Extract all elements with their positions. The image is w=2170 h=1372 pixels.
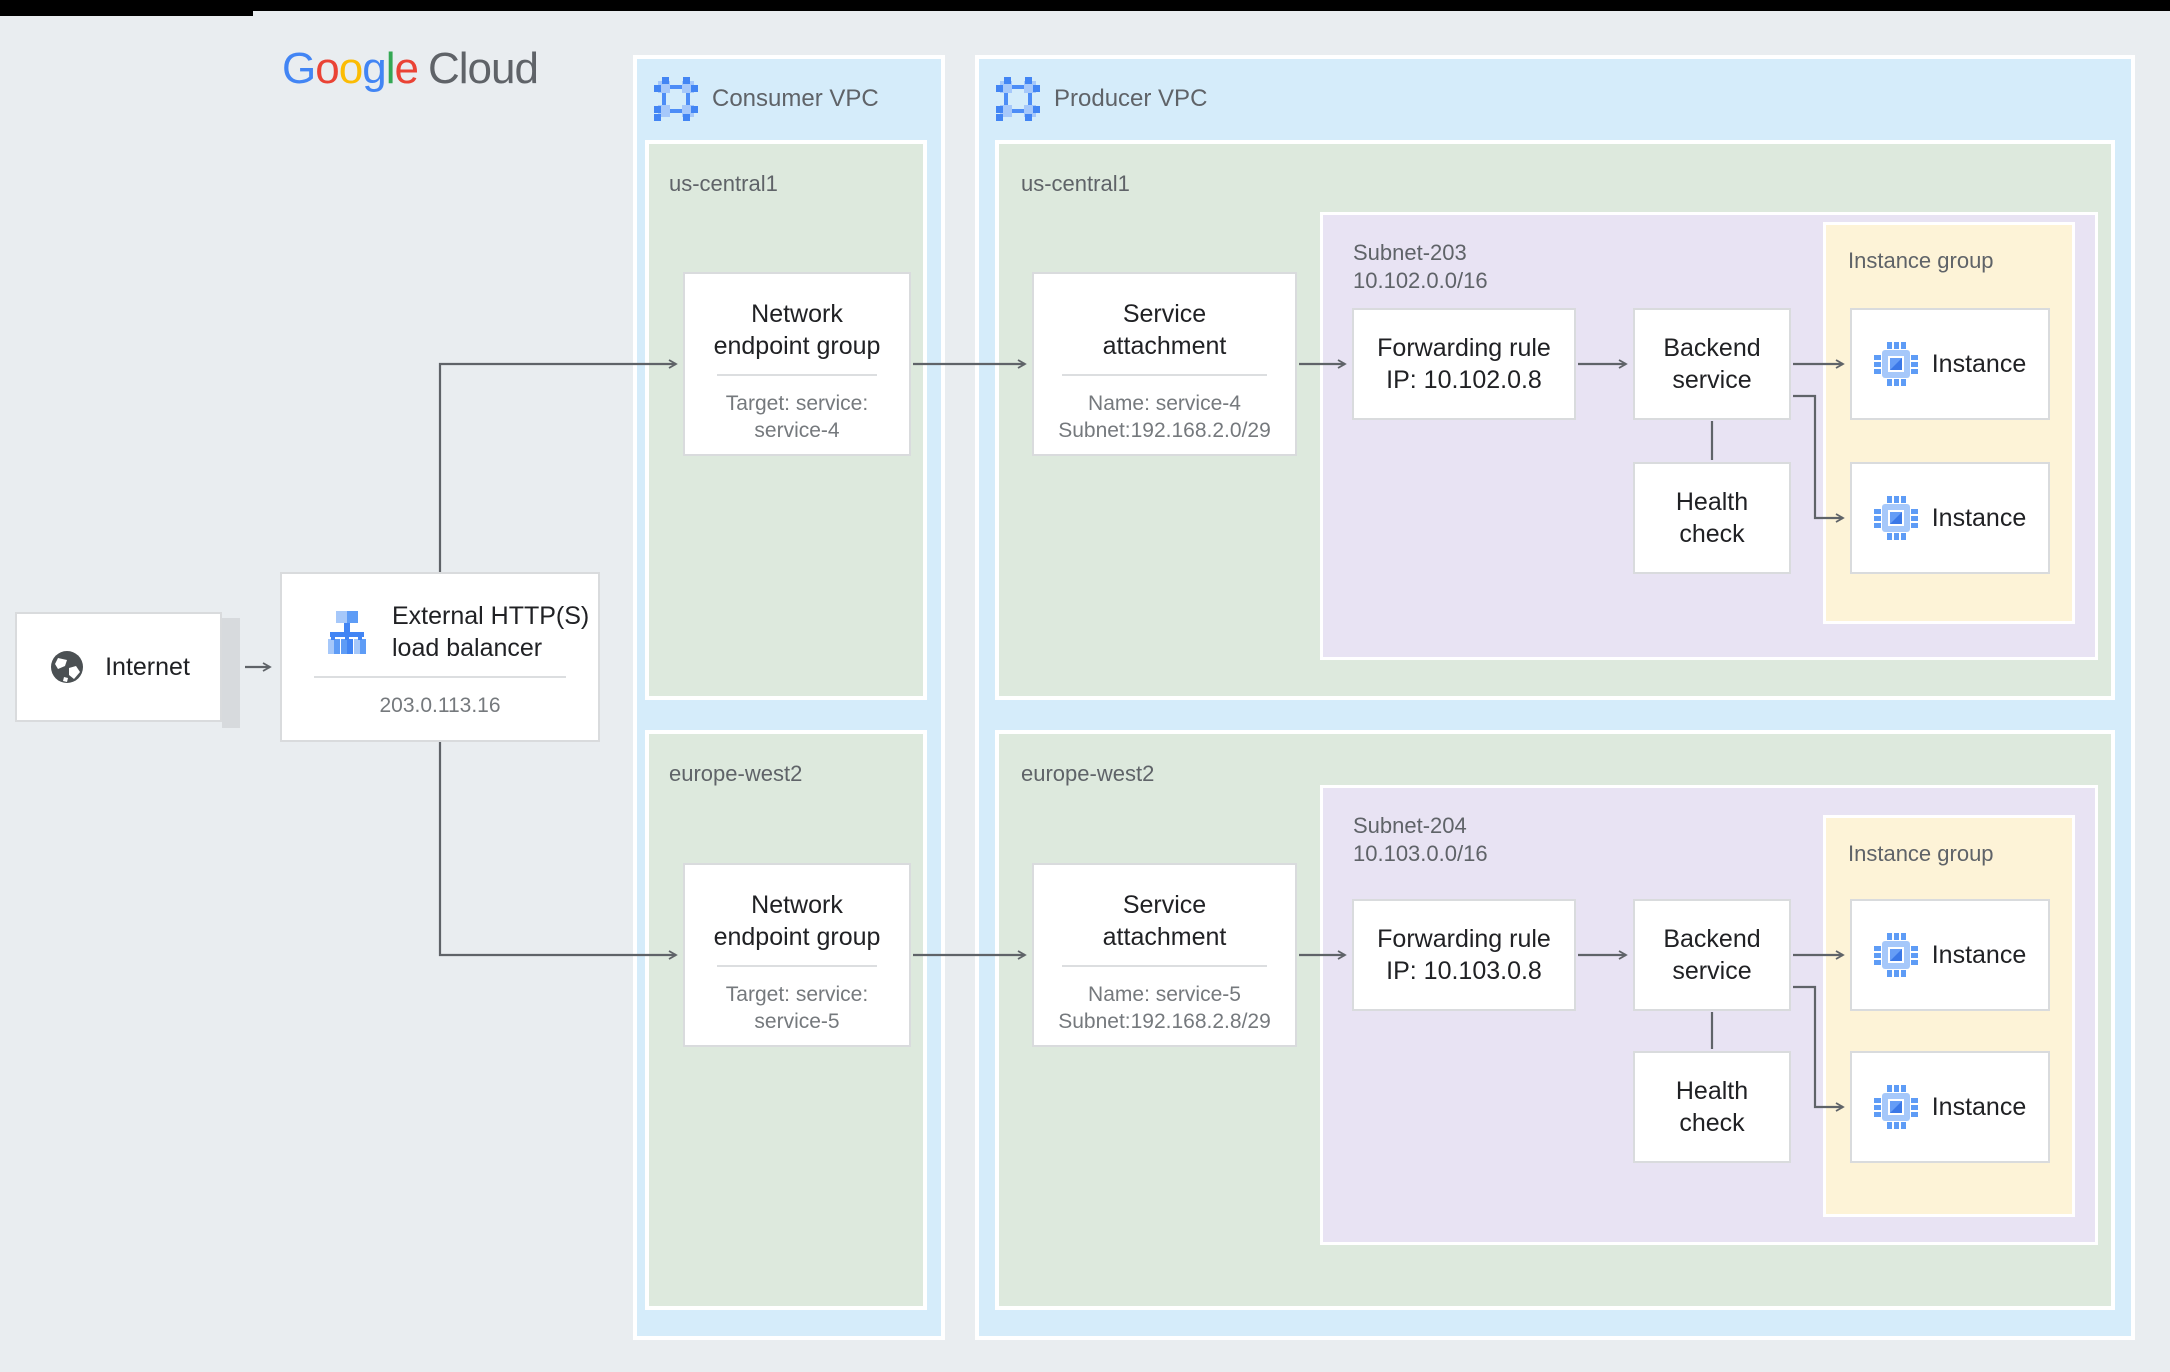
health-check-title: check: [1679, 520, 1745, 548]
service-attachment-subnet: Subnet:192.168.2.8/29: [1058, 1010, 1271, 1033]
backend-service-title: service: [1672, 957, 1752, 985]
subnet-cidr: 10.103.0.0/16: [1353, 841, 1488, 866]
service-attachment-name: Name: service-5: [1088, 983, 1241, 1006]
backend-service-title: Backend: [1663, 925, 1761, 953]
load-balancer-icon: [328, 611, 366, 654]
compute-instance-icon: [1873, 342, 1918, 386]
neg-title: Network: [751, 300, 843, 328]
subnet-name: Subnet-204: [1353, 813, 1467, 838]
instance-card: Instance: [1850, 462, 2050, 574]
region-label: us-central1: [669, 171, 778, 196]
forwarding-rule-ip: IP: 10.103.0.8: [1386, 957, 1542, 985]
consumer-vpc-label: Consumer VPC: [712, 85, 879, 112]
globe-icon: [51, 651, 84, 683]
health-check-title: Health: [1675, 488, 1749, 516]
forwarding-rule-ip: IP: 10.102.0.8: [1386, 366, 1542, 394]
internet-card-shadow: [222, 618, 240, 728]
instance-label: Instance: [1931, 504, 2027, 532]
forwarding-rule-title: Forwarding rule: [1377, 334, 1551, 362]
backend-service-title: Backend: [1663, 334, 1761, 362]
neg-target-service: service-4: [754, 419, 840, 442]
health-check-title: Health: [1675, 1077, 1749, 1105]
divider: [1062, 965, 1267, 967]
vpc-network-icon: [996, 77, 1040, 121]
load-balancer-title-line2: load balancer: [392, 634, 543, 662]
instance-card: Instance: [1850, 1051, 2050, 1163]
neg-target-service: service-5: [754, 1010, 840, 1033]
forwarding-rule-card-us-central1: Forwarding rule IP: 10.102.0.8: [1352, 308, 1576, 420]
service-attachment-subnet: Subnet:192.168.2.0/29: [1058, 419, 1271, 442]
forwarding-rule-title: Forwarding rule: [1377, 925, 1551, 953]
forwarding-rule-card-europe-west2: Forwarding rule IP: 10.103.0.8: [1352, 899, 1576, 1011]
logo-letter: e: [394, 44, 419, 93]
region-label: europe-west2: [669, 761, 803, 786]
internet-card: Internet: [15, 612, 222, 722]
region-label: us-central1: [1021, 171, 1130, 196]
compute-instance-icon: [1873, 496, 1918, 540]
instance-group-label: Instance group: [1848, 248, 1994, 273]
service-attachment-card-europe-west2: Service attachment Name: service-5 Subne…: [1032, 863, 1297, 1047]
compute-instance-icon: [1873, 1085, 1918, 1129]
region-label: europe-west2: [1021, 761, 1155, 786]
producer-vpc-label: Producer VPC: [1054, 85, 1208, 112]
top-black-bar: [0, 0, 2170, 11]
service-attachment-title: attachment: [1102, 332, 1227, 360]
neg-title: endpoint group: [713, 332, 881, 360]
service-attachment-title: Service: [1122, 300, 1207, 328]
health-check-card-europe-west2: Health check: [1633, 1051, 1791, 1163]
divider: [314, 676, 566, 678]
consumer-vpc-header: Consumer VPC: [654, 77, 879, 121]
divider: [717, 965, 877, 967]
neg-target: Target: service:: [725, 983, 869, 1006]
instance-label: Instance: [1931, 941, 2027, 969]
divider: [1062, 374, 1267, 376]
health-check-card-us-central1: Health check: [1633, 462, 1791, 574]
internet-label: Internet: [105, 653, 190, 681]
producer-vpc-header: Producer VPC: [996, 77, 1207, 121]
service-attachment-name: Name: service-4: [1088, 392, 1241, 415]
service-attachment-title: Service: [1122, 891, 1207, 919]
instance-group-label: Instance group: [1848, 841, 1994, 866]
logo-letter: G: [282, 44, 316, 93]
instance-card: Instance: [1850, 308, 2050, 420]
divider: [717, 374, 877, 376]
instance-label: Instance: [1931, 350, 2027, 378]
backend-service-card-europe-west2: Backend service: [1633, 899, 1791, 1011]
load-balancer-ip: 203.0.113.16: [379, 694, 501, 717]
service-attachment-title: attachment: [1102, 923, 1227, 951]
subnet-cidr: 10.102.0.0/16: [1353, 268, 1488, 293]
logo-letter: g: [362, 44, 387, 93]
logo-letter: o: [315, 44, 340, 93]
neg-card-us-central1: Network endpoint group Target: service: …: [683, 272, 911, 456]
neg-target: Target: service:: [725, 392, 869, 415]
backend-service-title: service: [1672, 366, 1752, 394]
load-balancer-title-line1: External HTTP(S): [392, 602, 590, 630]
health-check-title: check: [1679, 1109, 1745, 1137]
logo-letter: o: [338, 44, 364, 93]
vpc-network-icon: [654, 77, 698, 121]
subnet-name: Subnet-203: [1353, 240, 1467, 265]
backend-service-card-us-central1: Backend service: [1633, 308, 1791, 420]
compute-instance-icon: [1873, 933, 1918, 977]
logo-cloud-text: Cloud: [427, 44, 539, 93]
load-balancer-card: External HTTP(S) load balancer 203.0.113…: [280, 572, 600, 742]
logo-letter: l: [385, 44, 396, 93]
neg-title: endpoint group: [713, 923, 881, 951]
neg-title: Network: [751, 891, 843, 919]
instance-label: Instance: [1931, 1093, 2027, 1121]
neg-card-europe-west2: Network endpoint group Target: service: …: [683, 863, 911, 1047]
service-attachment-card-us-central1: Service attachment Name: service-4 Subne…: [1032, 272, 1297, 456]
top-black-bar-left: [0, 0, 253, 16]
instance-card: Instance: [1850, 899, 2050, 1011]
